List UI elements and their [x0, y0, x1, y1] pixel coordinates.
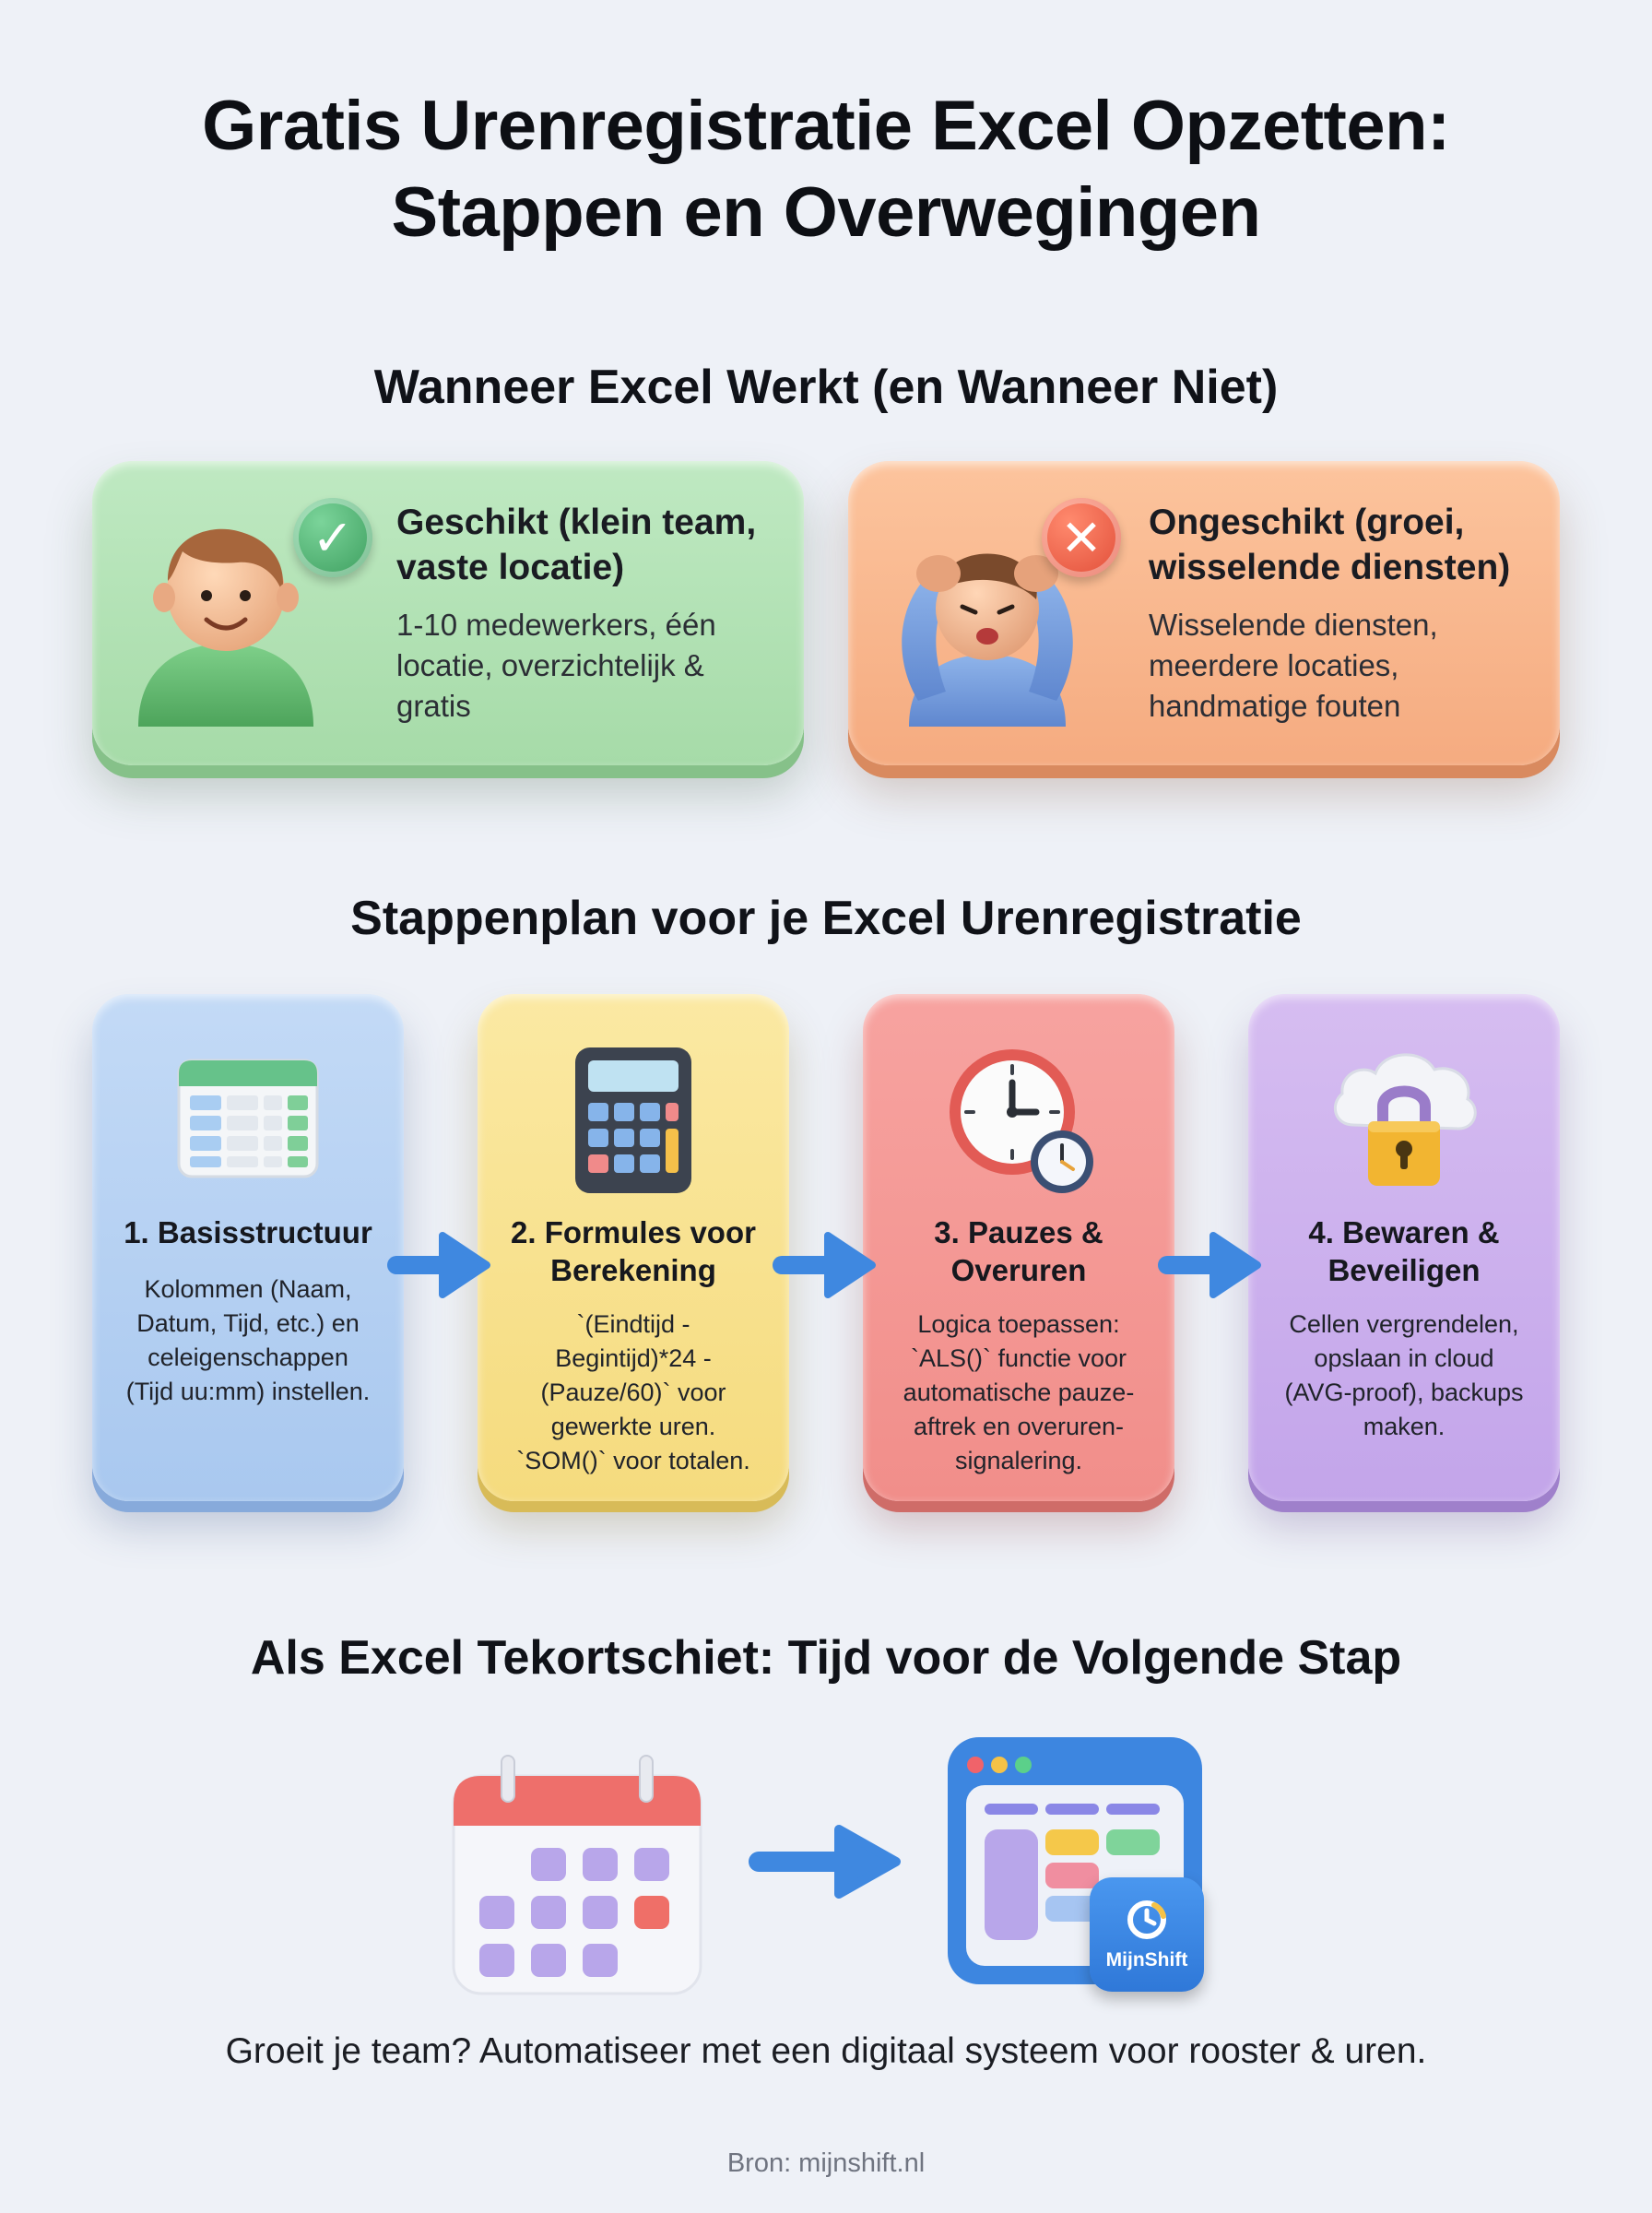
calculator-icon — [575, 1047, 691, 1193]
mijnshift-logo-badge: MijnShift — [1090, 1877, 1204, 1992]
step-4-text-line-1: Cellen vergrendelen, — [1289, 1310, 1519, 1338]
step-4-text-line-3: (AVG-proof), backups — [1284, 1379, 1524, 1406]
step-2-text-line-5: `SOM()` voor totalen. — [516, 1447, 750, 1474]
section-title-step-plan: Stappenplan voor je Excel Urenregistrati… — [350, 892, 1302, 945]
step-4-title-line-1: 4. Bewaren & — [1308, 1215, 1500, 1249]
arrow-right-icon — [773, 1232, 876, 1298]
unsuitable-heading-line-1: Ongeschikt (groei, — [1149, 503, 1465, 542]
step-4-text-line-4: maken. — [1363, 1413, 1446, 1440]
suitable-card: ✓ Geschikt (klein team, vaste locatie) 1… — [92, 461, 804, 765]
step-3-text-line-1: Logica toepassen: — [917, 1310, 1120, 1338]
step-2-text-line-4: gewerkte uren. — [550, 1413, 716, 1440]
suitable-heading: Geschikt (klein team, vaste locatie) — [396, 500, 784, 590]
page-title-line-2: Stappen en Overwegingen — [391, 173, 1261, 252]
step-1-text-line-3: celeigenschappen — [148, 1343, 348, 1371]
step-3-title: 3. Pauzes & Overuren — [874, 1213, 1163, 1289]
arrow-right-icon — [387, 1232, 490, 1298]
unsuitable-description: Wisselende diensten, meerdere locaties, … — [1149, 605, 1545, 727]
mijnshift-logo-label: MijnShift — [1105, 1949, 1188, 1970]
step-1-title-line-1: 1. Basisstructuur — [124, 1215, 372, 1249]
section-title-when-excel-works: Wanneer Excel Werkt (en Wanneer Niet) — [373, 361, 1279, 414]
happy-person-icon — [138, 528, 313, 727]
unsuitable-description-line-1: Wisselende diensten, — [1149, 608, 1438, 642]
next-step-caption: Groeit je team? Automatiseer met een dig… — [225, 2031, 1427, 2071]
step-2-title-line-2: Berekening — [550, 1253, 716, 1287]
step-card-3: 3. Pauzes & Overuren Logica toepassen: `… — [863, 994, 1174, 1501]
clock-icon — [950, 1049, 1093, 1193]
step-1-text-line-1: Kolommen (Naam, — [144, 1275, 352, 1303]
step-1-text-line-4: (Tijd uu:mm) instellen. — [125, 1378, 371, 1405]
step-4-text-line-2: opslaan in cloud — [1314, 1344, 1494, 1372]
section-title-next-step: Als Excel Tekortschiet: Tijd voor de Vol… — [250, 1631, 1402, 1685]
step-4-description: Cellen vergrendelen, opslaan in cloud (A… — [1265, 1308, 1543, 1444]
mijnshift-logo-icon — [1127, 1900, 1166, 1939]
step-3-title-line-2: Overuren — [950, 1253, 1087, 1287]
step-2-title-line-1: 2. Formules voor — [511, 1215, 756, 1249]
suitable-description-line-3: gratis — [396, 689, 471, 723]
step-4-title-line-2: Beveiligen — [1328, 1253, 1481, 1287]
step-4-title: 4. Bewaren & Beveiligen — [1259, 1213, 1549, 1289]
arrow-right-icon — [1158, 1232, 1261, 1298]
suitable-heading-line-1: Geschikt (klein team, — [396, 503, 757, 542]
step-1-text-line-2: Datum, Tijd, etc.) en — [136, 1309, 360, 1337]
page-title-line-1: Gratis Urenregistratie Excel Opzetten: — [202, 87, 1450, 165]
step-card-2: 2. Formules voor Berekening `(Eindtijd -… — [478, 994, 789, 1501]
step-1-title: 1. Basisstructuur — [103, 1213, 393, 1251]
suitable-description: 1-10 medewerkers, één locatie, overzicht… — [396, 605, 784, 727]
cross-icon: ✕ — [1042, 498, 1121, 577]
step-2-text-line-2: Begintijd)*24 - — [555, 1344, 712, 1372]
stressed-person-icon — [902, 553, 1073, 727]
step-3-text-line-3: automatische pauze- — [903, 1379, 1135, 1406]
page-title: Gratis Urenregistratie Excel Opzetten: S… — [88, 83, 1564, 256]
step-3-title-line-1: 3. Pauzes & — [934, 1215, 1103, 1249]
step-2-text-line-1: `(Eindtijd - — [576, 1310, 690, 1338]
step-3-text-line-2: `ALS()` functie voor — [910, 1344, 1127, 1372]
step-3-text-line-5: signalering. — [954, 1447, 1083, 1474]
source-credit: Bron: mijnshift.nl — [726, 2148, 926, 2178]
suitable-heading-line-2: vaste locatie) — [396, 548, 625, 587]
step-card-4: 4. Bewaren & Beveiligen Cellen vergrende… — [1248, 994, 1560, 1501]
cloud-lock-icon — [1333, 1053, 1477, 1186]
app-window-icon: MijnShift — [942, 1734, 1210, 1992]
unsuitable-description-line-3: handmatige fouten — [1149, 689, 1401, 723]
suitable-description-line-1: 1-10 medewerkers, één — [396, 608, 716, 642]
arrow-right-icon — [749, 1825, 901, 1899]
step-card-1: 1. Basisstructuur Kolommen (Naam, Datum,… — [92, 994, 404, 1501]
step-2-title: 2. Formules voor Berekening — [489, 1213, 778, 1289]
step-2-description: `(Eindtijd - Begintijd)*24 - (Pauze/60)`… — [494, 1308, 773, 1478]
step-3-text-line-4: aftrek en overuren- — [913, 1413, 1125, 1440]
check-icon: ✓ — [293, 498, 372, 577]
suitable-description-line-2: locatie, overzichtelijk & — [396, 648, 704, 682]
unsuitable-heading: Ongeschikt (groei, wisselende diensten) — [1149, 500, 1545, 590]
step-3-description: Logica toepassen: `ALS()` functie voor a… — [879, 1308, 1158, 1478]
step-2-text-line-3: (Pauze/60)` voor — [540, 1379, 726, 1406]
unsuitable-heading-line-2: wisselende diensten) — [1149, 548, 1511, 587]
unsuitable-card: ✕ Ongeschikt (groei, wisselende diensten… — [848, 461, 1560, 765]
spreadsheet-icon — [177, 1059, 319, 1178]
unsuitable-description-line-2: meerdere locaties, — [1149, 648, 1399, 682]
calendar-icon — [452, 1755, 702, 1995]
step-1-description: Kolommen (Naam, Datum, Tijd, etc.) en ce… — [109, 1272, 387, 1409]
